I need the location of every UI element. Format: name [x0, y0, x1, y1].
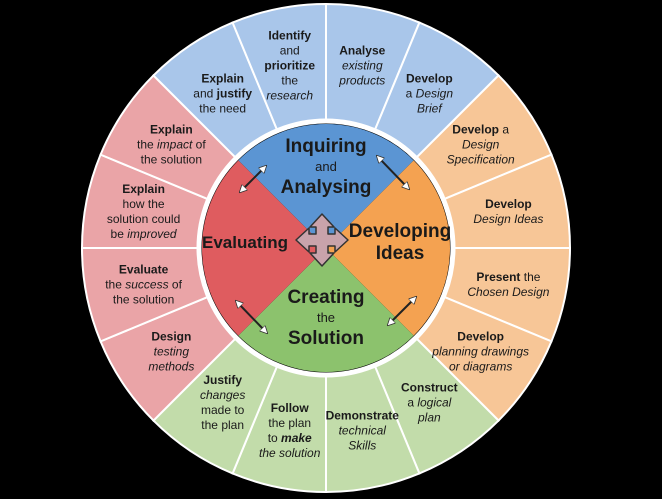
quadrant-developing — [326, 160, 450, 336]
quadrant-inquiring-and: and — [315, 159, 337, 174]
quadrant-evaluating-title: Evaluating — [202, 233, 288, 252]
quadrant-developing-title-2: Ideas — [376, 243, 425, 264]
arrow-orange-green — [390, 299, 414, 323]
arrow-blue-orange — [379, 158, 407, 187]
inner-circle — [196, 118, 456, 378]
arrow-green-red — [238, 303, 265, 331]
quadrant-inquiring-title-2: Analysing — [281, 177, 372, 198]
inner-circle-border — [196, 118, 456, 378]
diagonal-arrows — [238, 158, 414, 331]
quadrant-creating-the: the — [317, 310, 335, 325]
center-four-way-arrow-icon — [295, 213, 349, 267]
quadrant-inquiring-title: Inquiring — [285, 136, 366, 157]
quadrant-evaluating — [201, 160, 326, 336]
quadrant-creating-title-2: Solution — [288, 328, 364, 349]
quadrant-creating — [238, 248, 414, 372]
arrow-red-blue — [242, 168, 264, 190]
quadrant-developing-title: Developing — [349, 221, 451, 242]
quadrant-creating-title: Creating — [287, 287, 364, 308]
outer-ring — [80, 2, 572, 494]
quadrant-inquiring — [238, 124, 414, 248]
